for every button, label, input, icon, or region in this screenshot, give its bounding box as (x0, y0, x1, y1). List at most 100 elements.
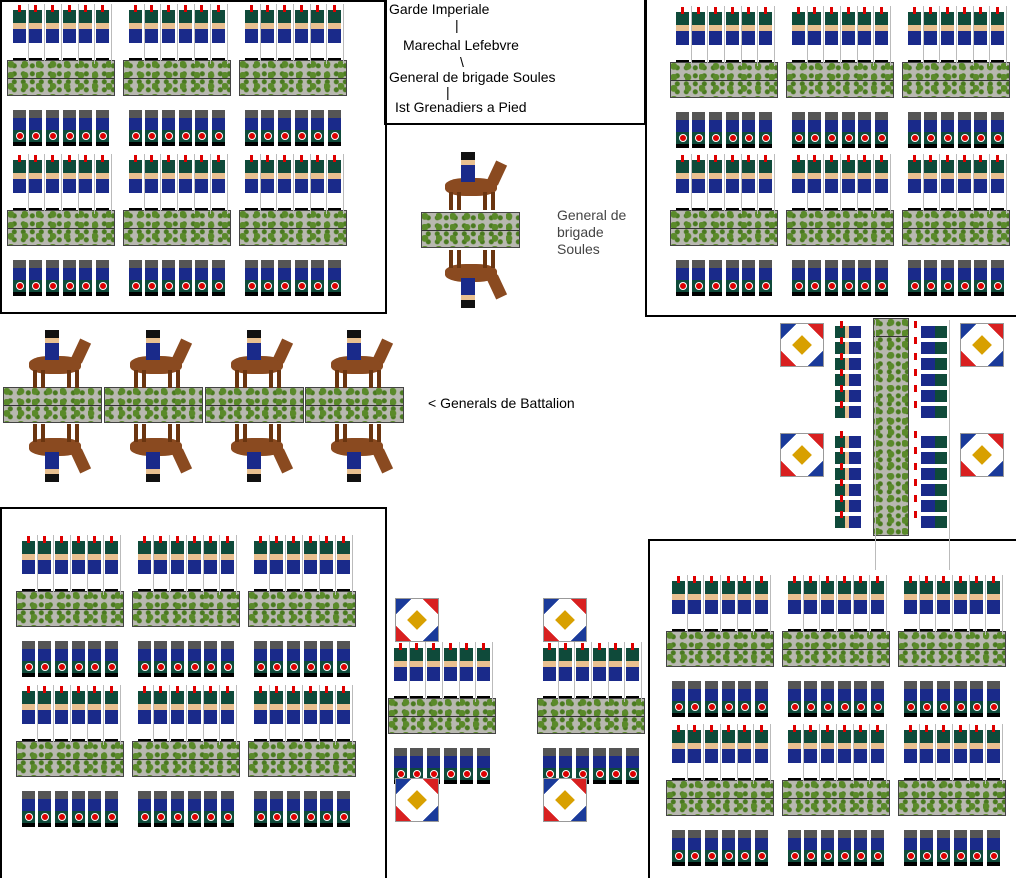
grenadier-figure-back (162, 96, 176, 146)
hierarchy-garde: Garde Imperiale (389, 1, 490, 17)
officer-base (305, 387, 404, 423)
horse-leg (457, 192, 461, 210)
horse-leg (41, 424, 45, 442)
grenadier-figure (626, 642, 643, 702)
grenadier-figure-back (804, 816, 818, 866)
infantry-stand (902, 154, 1010, 296)
horse-leg (235, 424, 239, 442)
officer-base (421, 212, 520, 248)
rider (247, 452, 261, 482)
grenadier-figure-back (21, 627, 35, 677)
grenadier-figure-back (791, 98, 805, 148)
grenadier-figure-back (270, 777, 284, 827)
infantry-stand (782, 575, 890, 717)
grenadier-figure-back (105, 777, 119, 827)
mounted-officer (323, 424, 394, 482)
stand-base (388, 698, 496, 734)
grenadier-figure (692, 154, 709, 214)
grenadier-figure (991, 6, 1008, 66)
stand-base (666, 780, 774, 816)
rider (45, 452, 59, 482)
grenadier-figure (576, 642, 593, 702)
back-rank (239, 96, 347, 146)
horse-body (445, 178, 497, 196)
grenadier-figure-back (542, 734, 556, 784)
grenadier-figure-back (320, 777, 334, 827)
grenadier-figure-back (460, 734, 474, 784)
grenadier-figure (791, 154, 808, 214)
grenadier-figure-back (253, 627, 267, 677)
grenadier-figure (261, 154, 278, 214)
grenadier-figure (137, 685, 154, 745)
back-rank (123, 96, 231, 146)
stand-base (7, 60, 115, 96)
back-rank (666, 816, 774, 866)
grenadier-figure (804, 724, 821, 784)
regimental-eagle-flag (543, 598, 587, 642)
grenadier-figure (221, 685, 238, 745)
horse-head (171, 448, 193, 474)
grenadier-figure (195, 4, 212, 64)
horse-head (171, 338, 193, 364)
infantry-stand (248, 535, 356, 677)
grenadier-figure (187, 535, 204, 595)
grenadier-figure-back (244, 96, 258, 146)
horse-leg (176, 370, 180, 388)
front-rank (7, 4, 115, 64)
front-rank (898, 575, 1006, 635)
grenadier-figure (759, 154, 776, 214)
grenadier-figure (212, 4, 229, 64)
grenadier-figure (987, 724, 1004, 784)
front-rank (666, 724, 774, 784)
grenadier-figure (12, 154, 29, 214)
grenadier-figure-back (937, 816, 951, 866)
grenadier-figure (105, 535, 122, 595)
grenadier-figure-back (759, 98, 773, 148)
grenadier-figure-back (204, 627, 218, 677)
grenadier-figure-back (337, 777, 351, 827)
infantry-stand (123, 4, 231, 146)
grenadier-figure (303, 535, 320, 595)
front-rank (782, 575, 890, 635)
grenadier-figure (171, 535, 188, 595)
horse-leg (33, 424, 37, 442)
rider (146, 330, 160, 360)
grenadier-figure-back (755, 667, 769, 717)
grenadier-figure-back (808, 98, 822, 148)
grenadier-figure-back (675, 246, 689, 296)
horse-leg (483, 250, 487, 268)
stand-base (239, 210, 347, 246)
horse-leg (335, 370, 339, 388)
grenadier-figure-back (837, 816, 851, 866)
grenadier-figure-back (924, 98, 938, 148)
grenadier-figure-back (303, 777, 317, 827)
horse-leg (176, 424, 180, 442)
grenadier-figure (96, 154, 113, 214)
grenadier-figure (154, 685, 171, 745)
grenadier-figure (71, 685, 88, 745)
horse-leg (33, 370, 37, 388)
grenadier-figure (755, 724, 772, 784)
grenadier-figure (320, 535, 337, 595)
front-rank (239, 154, 347, 214)
stand-base (132, 741, 240, 777)
grenadier-figure (920, 724, 937, 784)
grenadier-figure-back (311, 246, 325, 296)
grenadier-figure-back (410, 734, 424, 784)
mounted-officer (21, 424, 92, 482)
grenadier-figure (62, 154, 79, 214)
grenadier-figure (924, 6, 941, 66)
rider (461, 152, 475, 182)
stand-base (782, 631, 890, 667)
horse-leg (457, 250, 461, 268)
grenadier-figure (875, 6, 892, 66)
grenadier-figure-back (755, 816, 769, 866)
stand-base (898, 631, 1006, 667)
grenadier-figure (725, 154, 742, 214)
grenadier-figure (171, 685, 188, 745)
mounted-officer (122, 330, 193, 388)
grenadier-figure (991, 154, 1008, 214)
grenadier-figure-back (71, 777, 85, 827)
grenadier-figure-back (941, 246, 955, 296)
front-rank (16, 535, 124, 595)
